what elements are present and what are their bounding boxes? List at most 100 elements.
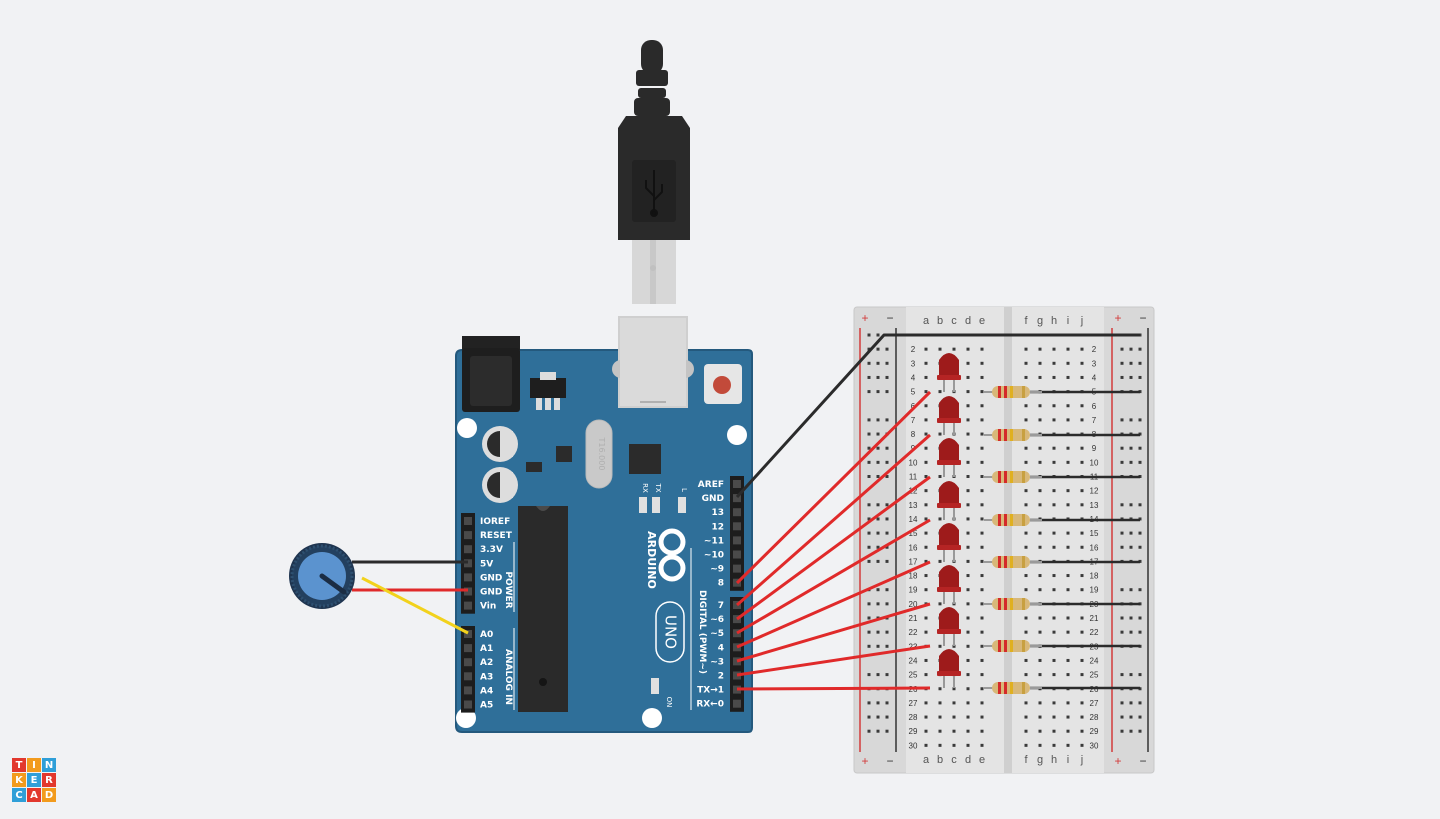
breadboard-hole[interactable] [1080, 347, 1084, 351]
rail-hole[interactable] [1129, 729, 1133, 733]
breadboard-hole[interactable] [1066, 658, 1070, 662]
header-pin[interactable] [733, 629, 741, 638]
breadboard-hole[interactable] [1038, 588, 1042, 592]
rail-hole[interactable] [876, 630, 880, 634]
rail-hole[interactable] [1138, 701, 1142, 705]
rail-hole[interactable] [876, 361, 880, 365]
rail-hole[interactable] [1120, 701, 1124, 705]
breadboard-hole[interactable] [966, 347, 970, 351]
rail-hole[interactable] [876, 559, 880, 563]
wire[interactable] [736, 560, 931, 649]
breadboard-hole[interactable] [1052, 404, 1056, 408]
breadboard-hole[interactable] [1066, 743, 1070, 747]
header-pin[interactable] [733, 480, 741, 488]
reset-button[interactable] [704, 364, 742, 404]
rail-hole[interactable] [1120, 503, 1124, 507]
breadboard-hole[interactable] [1052, 743, 1056, 747]
breadboard-hole[interactable] [1024, 701, 1028, 705]
breadboard-hole[interactable] [1080, 545, 1084, 549]
breadboard-hole[interactable] [924, 673, 928, 677]
breadboard-hole[interactable] [1080, 361, 1084, 365]
rail-hole[interactable] [1138, 545, 1142, 549]
rail-hole[interactable] [867, 375, 871, 379]
red-led[interactable] [937, 523, 961, 562]
rail-hole[interactable] [867, 673, 871, 677]
breadboard-hole[interactable] [924, 559, 928, 563]
breadboard-hole[interactable] [1052, 658, 1056, 662]
rail-hole[interactable] [885, 545, 889, 549]
breadboard-hole[interactable] [938, 715, 942, 719]
rail-hole[interactable] [885, 475, 889, 478]
breadboard-hole[interactable] [1066, 347, 1070, 351]
breadboard-hole[interactable] [1066, 503, 1070, 507]
breadboard-hole[interactable] [1038, 574, 1042, 578]
resistor[interactable] [984, 640, 1042, 652]
rail-hole[interactable] [867, 446, 871, 450]
breadboard-hole[interactable] [980, 701, 984, 705]
breadboard-hole[interactable] [1052, 347, 1056, 351]
rail-hole[interactable] [1138, 715, 1142, 719]
breadboard-hole[interactable] [924, 588, 928, 592]
rail-hole[interactable] [867, 630, 871, 634]
rail-hole[interactable] [876, 432, 880, 436]
breadboard-hole[interactable] [1066, 673, 1070, 677]
rail-hole[interactable] [1129, 361, 1133, 365]
breadboard-hole[interactable] [1038, 630, 1042, 634]
rail-hole[interactable] [876, 715, 880, 719]
breadboard-hole[interactable] [966, 701, 970, 705]
rail-hole[interactable] [867, 531, 871, 535]
breadboard-hole[interactable] [1038, 531, 1042, 535]
breadboard-hole[interactable] [1024, 460, 1028, 464]
breadboard-hole[interactable] [924, 701, 928, 705]
rail-hole[interactable] [1120, 715, 1124, 719]
breadboard-hole[interactable] [1024, 446, 1028, 450]
header-pin[interactable] [464, 658, 472, 667]
breadboard-hole[interactable] [1066, 574, 1070, 578]
rail-hole[interactable] [867, 715, 871, 719]
breadboard-hole[interactable] [1052, 729, 1056, 733]
breadboard-hole[interactable] [1038, 404, 1042, 408]
breadboard-hole[interactable] [980, 658, 984, 662]
breadboard-hole[interactable] [1024, 743, 1028, 747]
breadboard-hole[interactable] [1024, 630, 1028, 634]
rail-hole[interactable] [1138, 729, 1142, 733]
breadboard-hole[interactable] [966, 361, 970, 365]
breadboard-hole[interactable] [938, 701, 942, 705]
rail-hole[interactable] [876, 545, 880, 549]
breadboard-hole[interactable] [1080, 460, 1084, 464]
wire[interactable] [735, 390, 932, 585]
breadboard-hole[interactable] [1080, 418, 1084, 422]
breadboard-hole[interactable] [1066, 446, 1070, 450]
rail-hole[interactable] [1120, 588, 1124, 592]
breadboard-hole[interactable] [924, 574, 928, 578]
breadboard-hole[interactable] [980, 574, 984, 578]
breadboard-hole[interactable] [1080, 673, 1084, 677]
rail-hole[interactable] [1129, 460, 1133, 464]
breadboard-hole[interactable] [1052, 545, 1056, 549]
breadboard-hole[interactable] [1052, 503, 1056, 507]
breadboard-hole[interactable] [1038, 729, 1042, 733]
breadboard-hole[interactable] [966, 489, 970, 493]
rail-hole[interactable] [867, 644, 871, 648]
breadboard-hole[interactable] [1066, 418, 1070, 422]
rail-hole[interactable] [876, 446, 880, 450]
red-led[interactable] [937, 438, 961, 477]
breadboard-hole[interactable] [966, 574, 970, 578]
rail-hole[interactable] [876, 517, 880, 521]
breadboard-hole[interactable] [924, 715, 928, 719]
rail-hole[interactable] [885, 418, 889, 422]
breadboard-hole[interactable] [1052, 588, 1056, 592]
rail-hole[interactable] [1129, 503, 1133, 507]
breadboard-hole[interactable] [980, 361, 984, 365]
rail-hole[interactable] [1138, 531, 1142, 535]
rail-hole[interactable] [885, 446, 889, 450]
rail-hole[interactable] [885, 729, 889, 733]
rail-hole[interactable] [876, 588, 880, 592]
rail-hole[interactable] [1120, 460, 1124, 464]
rail-hole[interactable] [867, 503, 871, 507]
breadboard-hole[interactable] [952, 687, 956, 691]
header-pin[interactable] [733, 657, 741, 666]
breadboard-hole[interactable] [952, 729, 956, 733]
breadboard-hole[interactable] [966, 729, 970, 733]
